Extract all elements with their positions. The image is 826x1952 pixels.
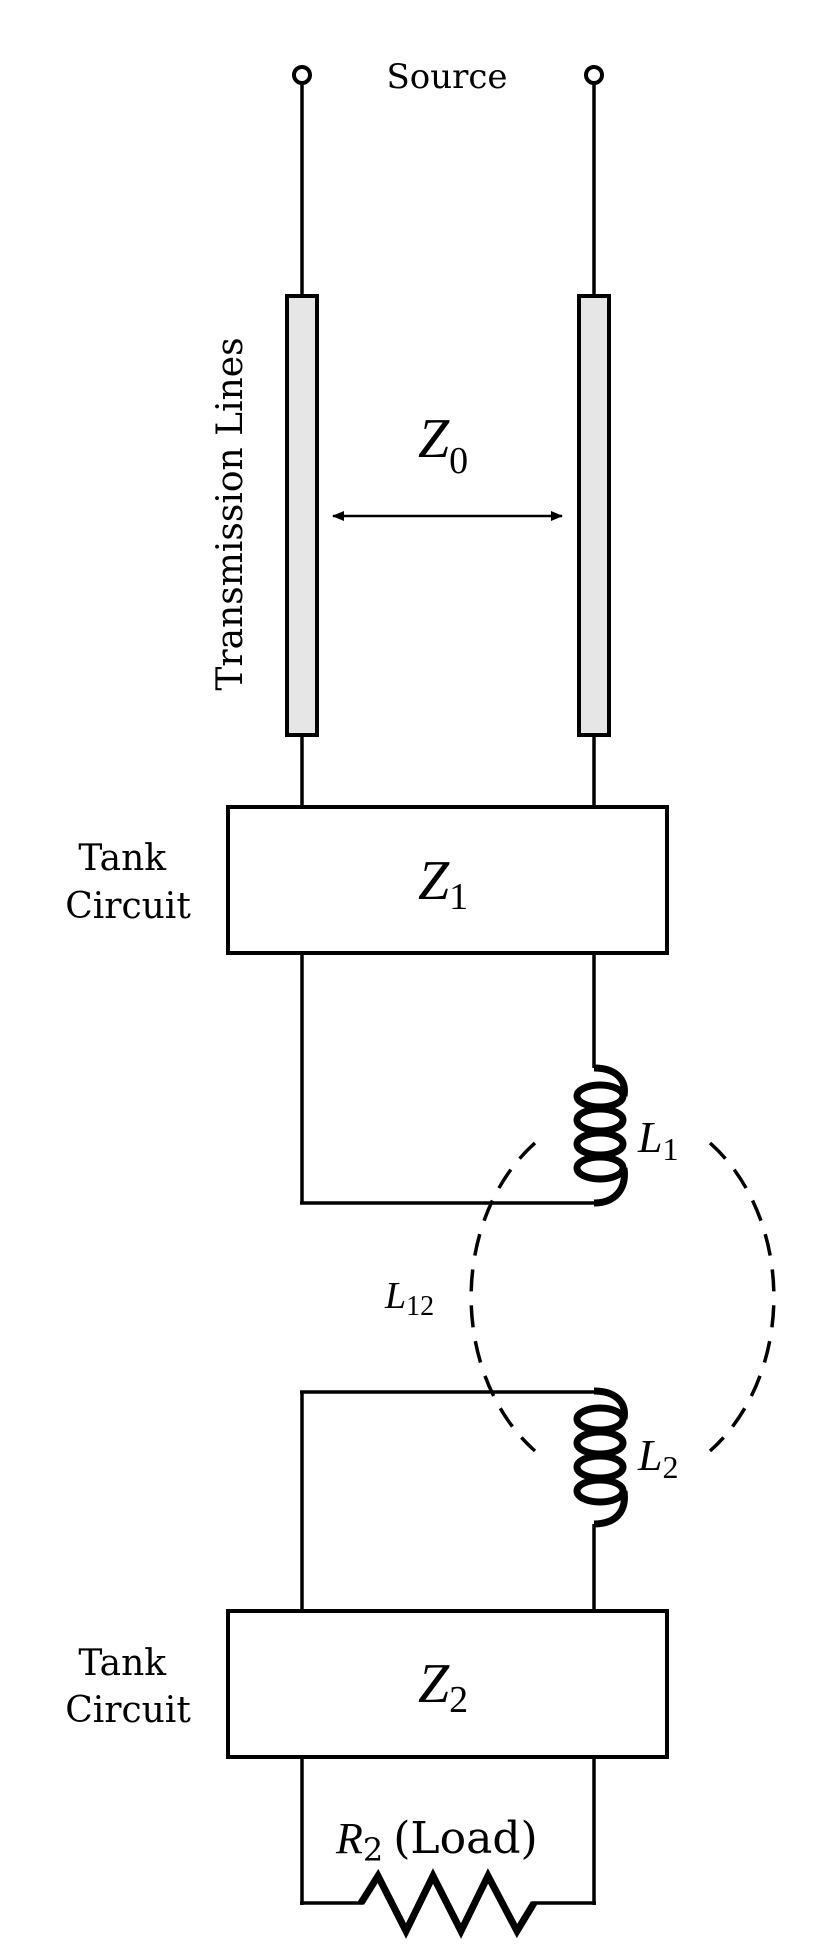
tank-circuit-2-label: Tank Circuit: [65, 1643, 191, 1731]
l1-label: L1: [637, 1113, 678, 1167]
inductor-l2-coil: [573, 1387, 628, 1528]
transmission-lines-label: Transmission Lines: [210, 337, 251, 690]
source-label: Source: [386, 57, 507, 97]
mutual-coupling-arc-right: [708, 1141, 776, 1453]
l2-label: L2: [637, 1431, 678, 1485]
z1-label: Z1: [418, 850, 468, 918]
resistor-r2-zigzag: [358, 1868, 537, 1939]
z0-label: Z0: [418, 408, 468, 482]
tank-circuit-1-label: Tank Circuit: [65, 838, 191, 927]
r2-load-label: R2(Load): [335, 1813, 538, 1869]
inductor-l1-coil: [573, 1064, 628, 1207]
source-terminal-right: [584, 65, 604, 85]
z2-label: Z2: [418, 1653, 468, 1721]
source-terminal-left: [292, 65, 312, 85]
tank-circuit-2-box: [226, 1609, 669, 1759]
tank-circuit-1-box: [226, 805, 669, 955]
mutual-coupling-arc-left: [469, 1141, 537, 1453]
l12-label: L12: [384, 1275, 434, 1322]
transmission-line-left: [285, 294, 319, 737]
transmission-line-right: [577, 294, 611, 737]
